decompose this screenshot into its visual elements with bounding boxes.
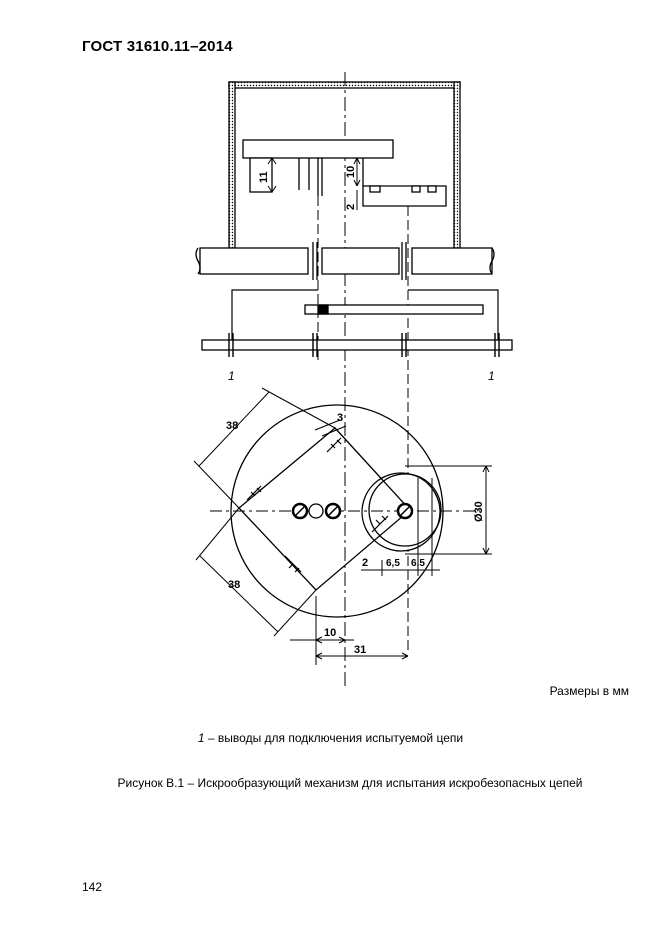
plate-upper — [195, 247, 495, 275]
dim-6-5-right-label: 6,5 — [411, 558, 425, 569]
callout-left: 1 — [228, 369, 235, 383]
dim-11-label: 11 — [258, 171, 270, 183]
figure-caption: Рисунок В.1 – Искрообразующий механизм д… — [117, 776, 583, 790]
dim-38-top — [193, 387, 336, 509]
dim-offsets — [361, 560, 440, 576]
dim-3-label: 3 — [337, 412, 343, 424]
slider — [304, 304, 484, 315]
legend-text: – выводы для подключения испытуемой цепи — [204, 731, 464, 745]
dim-2-top-label: 2 — [345, 204, 357, 210]
page-number: 142 — [82, 880, 103, 894]
callout-right: 1 — [488, 369, 495, 383]
dim-31-label: 31 — [354, 644, 366, 656]
dim-2-mid-label: 2 — [362, 557, 368, 569]
lower-block — [362, 185, 447, 207]
dim-3 — [314, 419, 347, 437]
dim-10-bottom-label: 10 — [324, 627, 336, 639]
dim-6-5-left-label: 6,5 — [386, 558, 400, 569]
dim-dia30 — [405, 465, 492, 555]
dim-10-label: 10 — [345, 166, 357, 178]
dim-38-top-label: 38 — [226, 420, 238, 432]
dim-10 — [353, 157, 361, 187]
terminal-bar — [201, 339, 513, 351]
cutout-ticks — [417, 478, 433, 560]
cutout-circle — [368, 473, 442, 547]
legend: 1 – выводы для подключения испытуемой це… — [0, 731, 661, 745]
upper-holder — [242, 139, 394, 196]
document-header: ГОСТ 31610.11–2014 — [82, 38, 233, 55]
bracket — [231, 289, 499, 345]
dim-10-bottom — [290, 596, 354, 665]
dim-38-bottom-label: 38 — [228, 579, 240, 591]
wire-holders — [246, 437, 389, 573]
electrode-slots — [294, 505, 411, 517]
construction-lines — [317, 196, 409, 650]
dim-31 — [315, 652, 409, 660]
legend-marker: 1 — [197, 731, 205, 745]
terminal-clamps — [228, 333, 500, 357]
dim-38-bottom — [195, 507, 317, 637]
units-note: Размеры в мм — [549, 684, 629, 698]
dim-11 — [267, 157, 277, 193]
clamps-upper — [312, 242, 407, 280]
dim-dia30-label: Ø30 — [473, 501, 485, 522]
